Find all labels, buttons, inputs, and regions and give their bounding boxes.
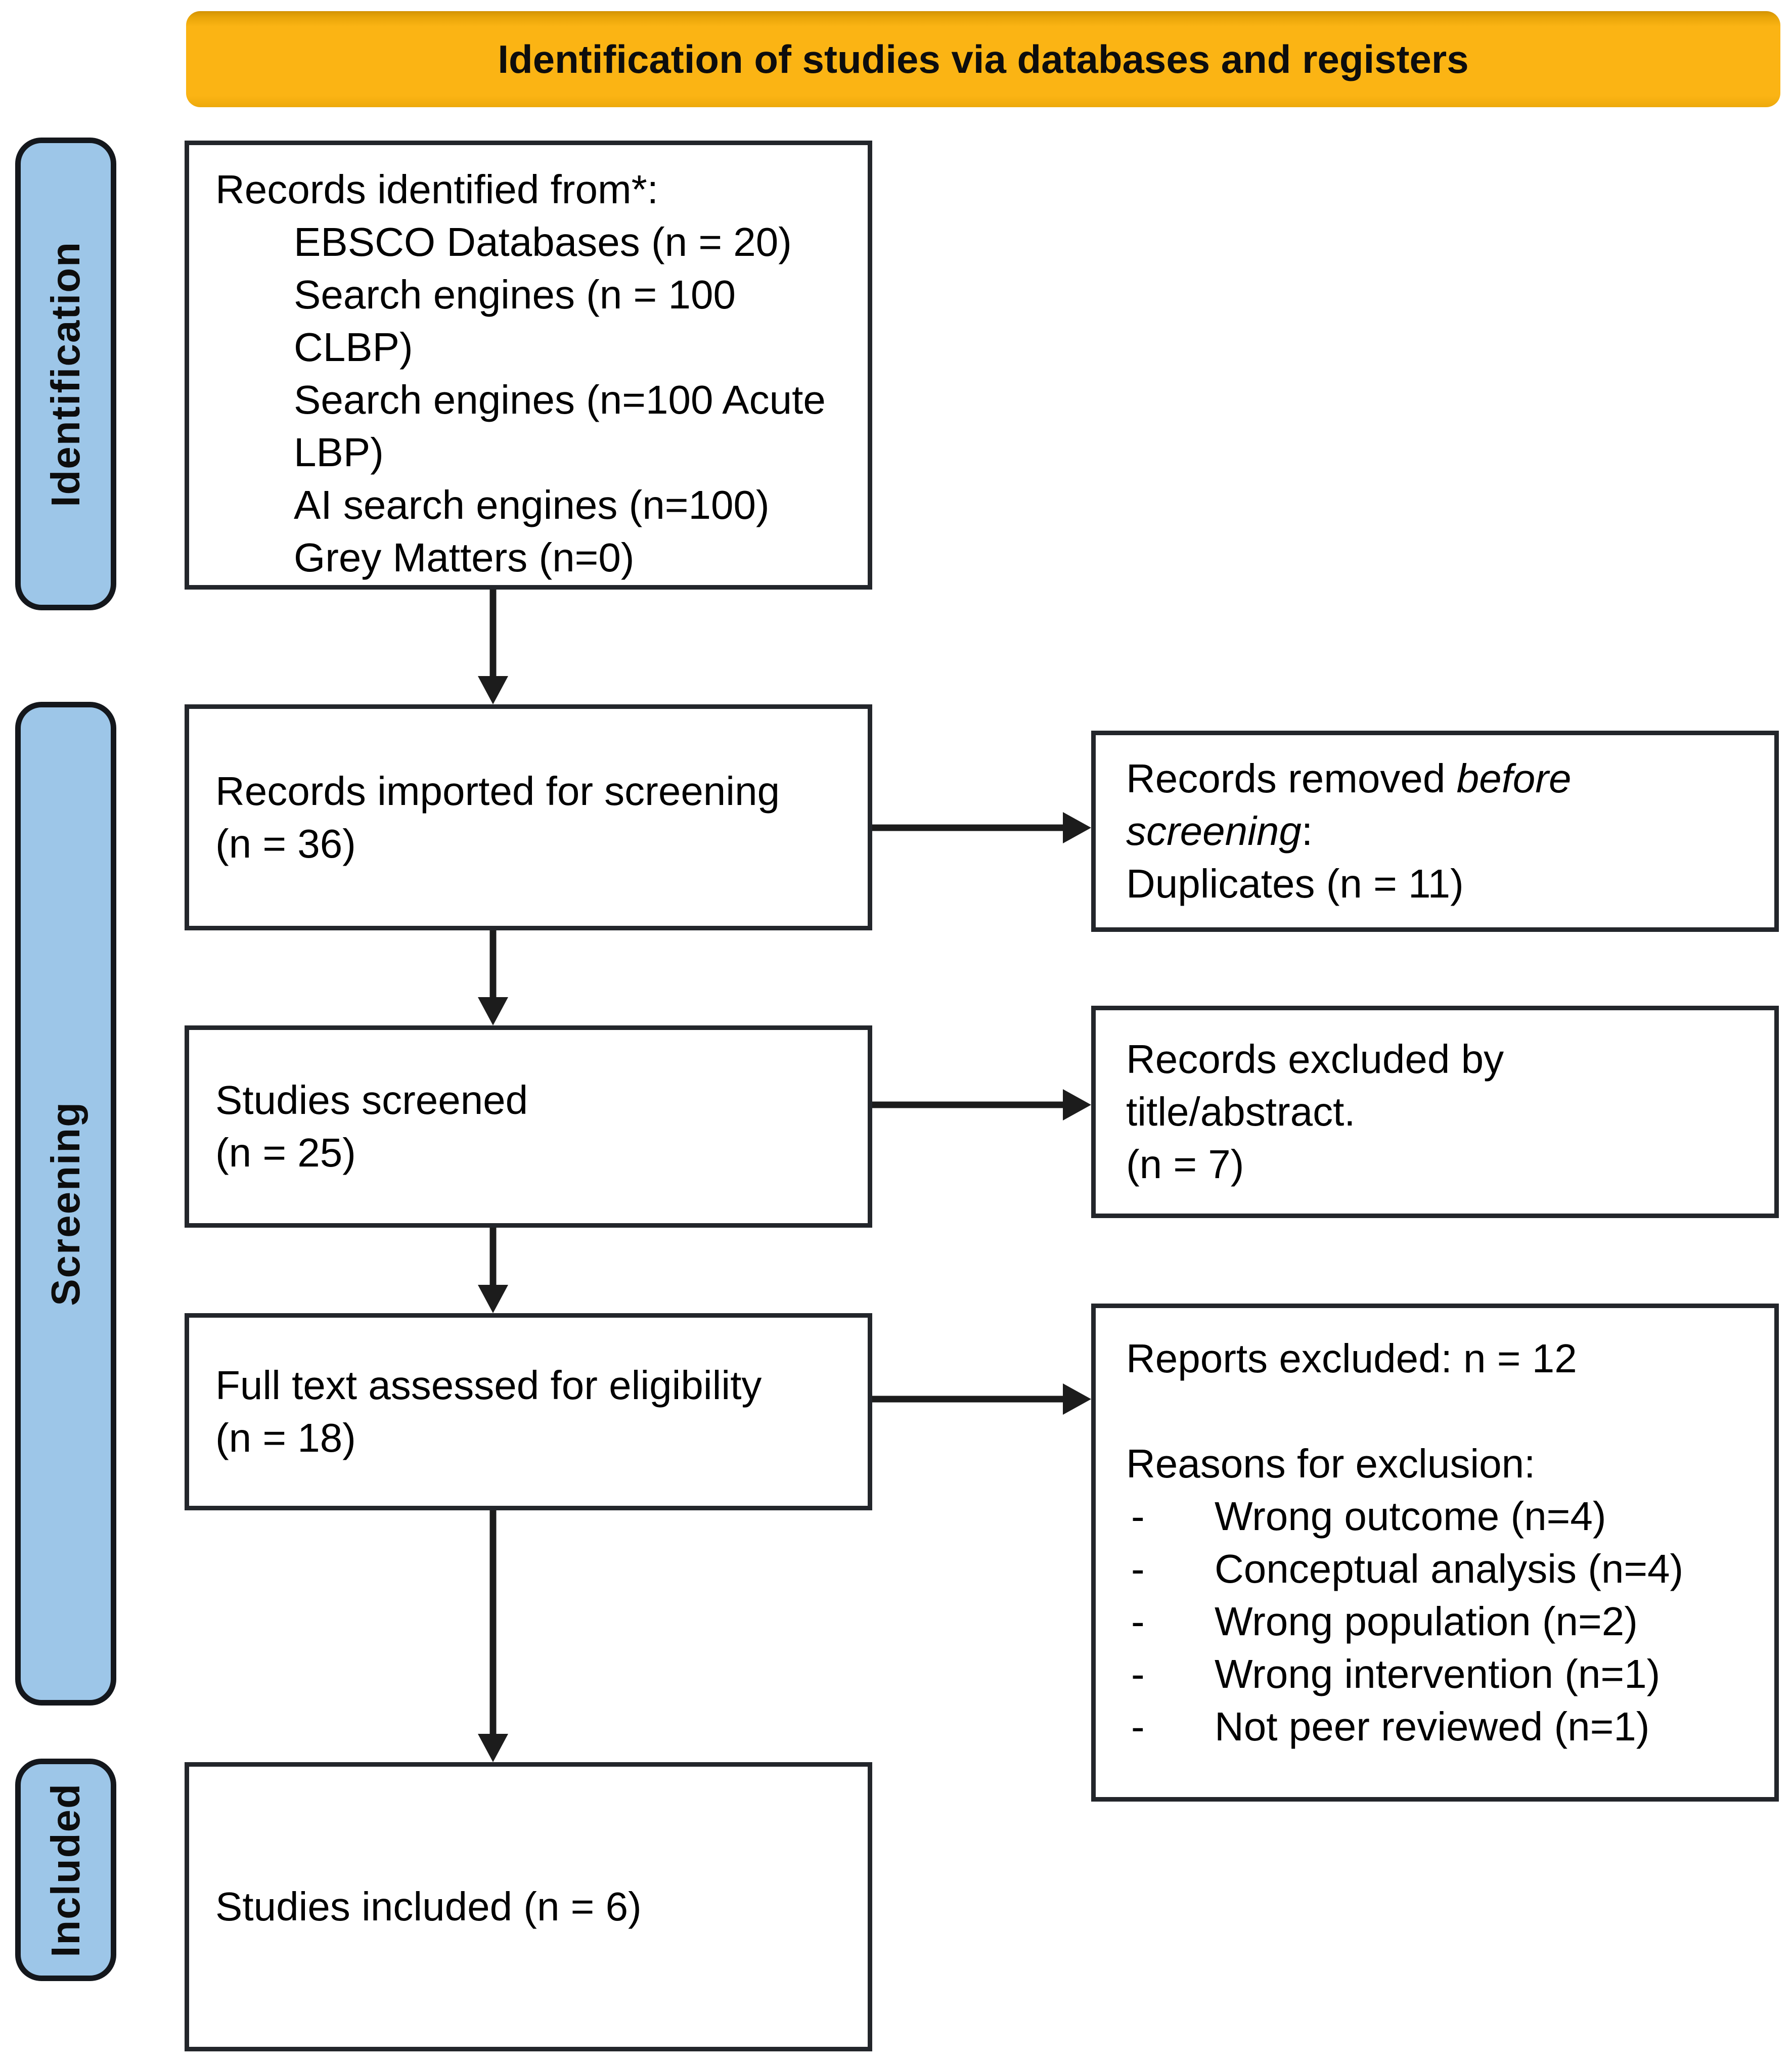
exclusion-reason-item: - Not peer reviewed (n=1) [1126,1700,1764,1753]
arrow-head-right-icon [1063,1383,1091,1415]
arrow-head-down-icon [478,1734,508,1762]
box-text-line: Grey Matters (n=0) [294,535,635,580]
bullet-dash: - [1131,1494,1145,1539]
arrow-shaft [489,590,497,679]
exclusion-reason-item: - Conceptual analysis (n=4) [1126,1543,1764,1595]
box-records-identified: Records identified from*: EBSCO Databases… [185,141,872,590]
box-studies-included: Studies included (n = 6) [185,1762,872,2051]
bullet-dash: - [1131,1599,1145,1644]
box-text-line: CLBP) [294,325,413,370]
removed-text-italic: before [1456,756,1572,801]
box-text-line: Search engines (n=100 Acute [294,377,826,422]
arrow-shaft [872,1101,1067,1108]
reasons-for-exclusion-title: Reasons for exclusion: [1126,1441,1536,1486]
reason-text: Wrong outcome (n=4) [1215,1494,1606,1539]
box-records-excluded-title-abstract: Records excluded by title/abstract. (n = 7… [1091,1006,1779,1218]
box-reports-excluded: Reports excluded: n = 12 Reasons for exc… [1091,1304,1779,1802]
diagram-title-banner: Identification of studies via databases … [186,11,1780,107]
reason-text: Wrong population (n=2) [1215,1599,1638,1644]
exclusion-reason-item: - Wrong outcome (n=4) [1126,1490,1764,1543]
arrow-screened-to-excluded [872,1089,1091,1120]
removed-text-colon: : [1301,809,1313,854]
box-text-line: Studies screened [215,1078,528,1123]
box-text-line: EBSCO Databases (n = 20) [294,219,792,264]
stage-label-included: Included [43,1782,88,1957]
box-text-line: AI search engines (n=100) [294,482,770,527]
arrow-shaft [489,1228,497,1288]
stage-pill-included: Included [15,1759,116,1981]
bullet-dash: - [1131,1651,1145,1696]
reason-text: Wrong intervention (n=1) [1215,1651,1661,1696]
exclusion-reason-item: - Wrong population (n=2) [1126,1595,1764,1648]
box-text-line: Duplicates (n = 11) [1126,861,1464,906]
box-text-line: Studies included (n = 6) [215,1884,642,1929]
reason-text: Conceptual analysis (n=4) [1215,1546,1684,1591]
box-text-line: Records removed before [1126,752,1774,805]
bullet-dash: - [1131,1704,1145,1749]
arrow-shaft [489,930,497,1000]
arrow-head-down-icon [478,1285,508,1313]
box-text-line: Records excluded by [1126,1037,1504,1082]
stage-pill-identification: Identification [15,138,116,610]
arrow-head-right-icon [1063,812,1091,843]
arrow-head-right-icon [1063,1089,1091,1120]
box-text-line: Records identified from*: [215,167,658,212]
arrow-shaft [872,1396,1067,1403]
box-records-removed-before-screening: Records removed before screening: Duplic… [1091,731,1779,932]
arrow-fulltext-to-included [478,1510,508,1762]
stage-pill-screening: Screening [15,702,116,1706]
arrow-imported-to-screened [478,930,508,1025]
exclusion-reasons-list: - Wrong outcome (n=4) - Conceptual analysi… [1126,1490,1764,1753]
exclusion-reason-item: - Wrong intervention (n=1) [1126,1648,1764,1700]
reason-text: Not peer reviewed (n=1) [1215,1704,1650,1749]
box-text-line: Full text assessed for eligibility [215,1363,762,1408]
stage-label-identification: Identification [43,241,88,507]
arrow-shaft [489,1510,497,1737]
box-text-line: (n = 18) [215,1415,356,1460]
arrow-screened-to-fulltext [478,1228,508,1313]
box-text-line: (n = 7) [1126,1142,1244,1187]
bullet-dash: - [1131,1546,1145,1591]
box-text-line: screening: [1126,805,1774,858]
removed-text-normal: Records removed [1126,756,1457,801]
box-text-line: (n = 25) [215,1130,356,1175]
box-records-imported: Records imported for screening (n = 36) [185,704,872,930]
arrow-head-down-icon [478,676,508,704]
arrow-head-down-icon [478,997,508,1025]
stage-label-screening: Screening [43,1101,88,1306]
box-text-line: Search engines (n = 100 [294,272,736,317]
diagram-title: Identification of studies via databases … [498,36,1469,81]
arrow-fulltext-to-reports-excluded [872,1383,1091,1415]
arrow-identified-to-imported [478,590,508,704]
box-text-line: Records imported for screening [215,768,780,814]
reports-excluded-header: Reports excluded: n = 12 [1126,1336,1577,1381]
box-text-line: title/abstract. [1126,1089,1356,1134]
arrow-shaft [872,824,1067,831]
box-text-line: (n = 36) [215,821,356,866]
box-text-line: LBP) [294,430,384,475]
arrow-imported-to-removed [872,812,1091,843]
removed-text-italic2: screening [1126,809,1302,854]
box-fulltext-assessed: Full text assessed for eligibility (n = 1… [185,1313,872,1510]
box-studies-screened: Studies screened (n = 25) [185,1025,872,1228]
